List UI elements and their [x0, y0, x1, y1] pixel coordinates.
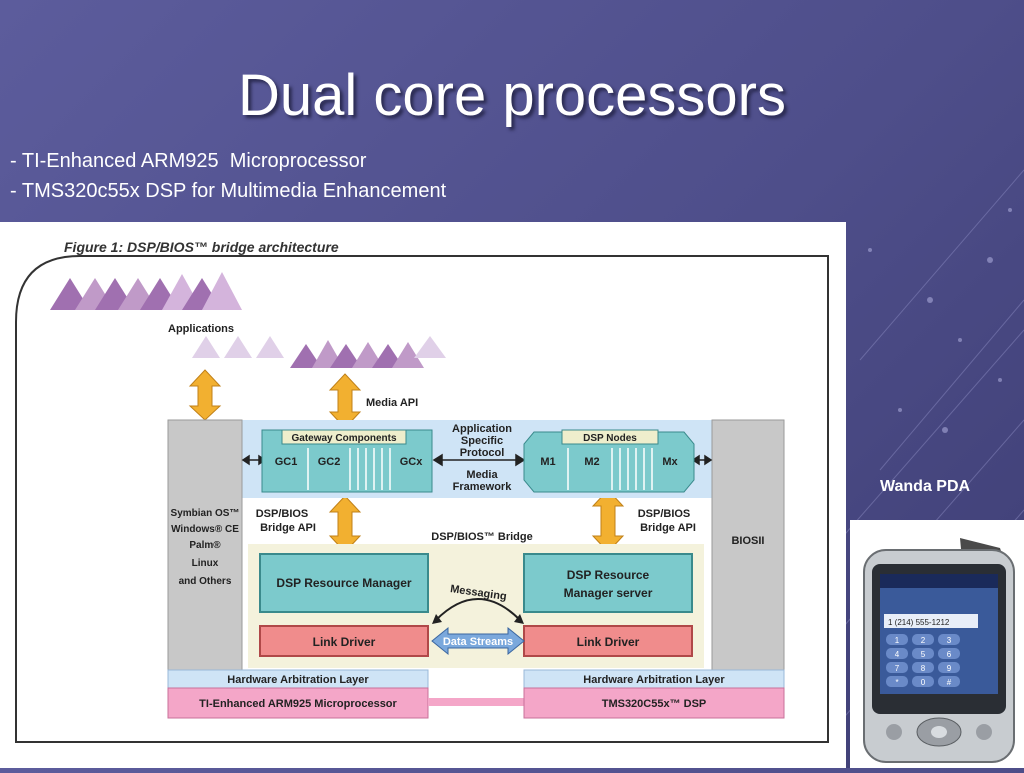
keypad-key	[938, 662, 960, 673]
media-framework-line: Media	[466, 469, 498, 481]
bullet-item: - TMS320c55x DSP for Multimedia Enhancem…	[10, 180, 447, 202]
pda-device: 1 (214) 555-1212 1 2 3 4 5 6 7 8 9 * 0 #	[863, 538, 1015, 763]
messaging-arrow	[435, 598, 521, 621]
os-box	[167, 419, 243, 677]
m-label: M2	[584, 456, 599, 468]
dsp-resource-manager-box	[259, 553, 429, 613]
dsp-nodes-label: DSP Nodes	[583, 433, 637, 444]
double-arrow-icon	[591, 489, 625, 553]
hardware-button	[976, 724, 992, 740]
double-arrow-icon	[188, 369, 222, 421]
biosii-label: BIOSII	[731, 535, 764, 547]
keypad-key-label: *	[895, 678, 898, 687]
hal-left-label: Hardware Arbitration Layer	[227, 674, 369, 686]
bridge-label: DSP/BIOS™ Bridge	[431, 531, 532, 543]
protocol-line: Protocol	[460, 447, 505, 459]
arm-processor-box	[167, 687, 429, 719]
keypad-key	[886, 662, 908, 673]
link-driver-left-box	[259, 625, 429, 657]
dsp-resource-server-box	[523, 553, 693, 613]
resource-manager-label: DSP Resource Manager	[276, 576, 411, 590]
keypad-key	[912, 648, 934, 659]
resource-server-line: Manager server	[564, 586, 653, 600]
gc-label: GC1	[275, 456, 298, 468]
os-line: and Others	[179, 576, 232, 587]
keypad-key-label: 0	[921, 678, 926, 687]
bridge-api-right-line: Bridge API	[640, 522, 696, 534]
m-label: Mx	[662, 456, 678, 468]
resource-server-line: DSP Resource	[567, 568, 650, 582]
keypad-key	[938, 676, 960, 687]
keypad-key	[886, 634, 908, 645]
pda-image: 1 (214) 555-1212 1 2 3 4 5 6 7 8 9 * 0 #	[850, 520, 1024, 768]
bullet-list: - TI-Enhanced ARM925 Microprocessor - TM…	[10, 146, 446, 206]
os-line: Palm®	[189, 540, 221, 551]
applications-label: Applications	[168, 323, 234, 335]
keypad-key	[912, 676, 934, 687]
gc-label: GCx	[400, 456, 424, 468]
application-triangles-large	[50, 272, 242, 310]
keypad-key	[938, 648, 960, 659]
slide-title: Dual core processors	[238, 63, 786, 128]
keypad-key-label: 3	[947, 636, 952, 645]
keypad-key-label: 8	[921, 664, 926, 673]
double-arrow-icon	[328, 373, 362, 429]
bridge-api-left-line: DSP/BIOS	[256, 508, 309, 520]
keypad-key-label: 4	[895, 650, 900, 659]
architecture-figure: Figure 1: DSP/BIOS™ bridge architecture …	[0, 222, 846, 768]
dsp-processor-box	[523, 687, 785, 719]
keypad-key-label: 6	[947, 650, 952, 659]
gc-label: GC2	[318, 456, 341, 468]
link-driver-left-label: Link Driver	[313, 635, 376, 649]
media-api-label: Media API	[366, 397, 418, 409]
os-line: Windows® CE	[171, 524, 239, 535]
keypad-key-label: 1	[895, 636, 900, 645]
bullet-item: - TI-Enhanced ARM925 Microprocessor	[10, 150, 367, 172]
protocol-line: Application	[452, 423, 512, 435]
keypad-key	[912, 662, 934, 673]
gateway-components-label: Gateway Components	[291, 433, 396, 444]
os-line: Linux	[192, 558, 219, 569]
arm-label: TI-Enhanced ARM925 Microprocessor	[199, 698, 397, 710]
m-label: M1	[540, 456, 555, 468]
data-streams-arrow	[431, 626, 525, 656]
link-driver-right-box	[523, 625, 693, 657]
bridge-api-right-line: DSP/BIOS	[638, 508, 691, 520]
hardware-button	[886, 724, 902, 740]
keypad-key-label: 9	[947, 664, 952, 673]
architecture-diagram: Figure 1: DSP/BIOS™ bridge architecture …	[15, 239, 829, 743]
link-driver-right-label: Link Driver	[577, 635, 640, 649]
bridge-api-left-line: Bridge API	[260, 522, 316, 534]
hal-right-label: Hardware Arbitration Layer	[583, 674, 725, 686]
figure-outline	[15, 255, 829, 743]
figure-caption: Figure 1: DSP/BIOS™ bridge architecture	[64, 239, 339, 255]
phone-number: 1 (214) 555-1212	[888, 618, 950, 627]
pda-label: Wanda PDA	[880, 478, 971, 495]
os-line: Symbian OS™	[171, 508, 240, 519]
keypad-key-label: #	[947, 678, 952, 687]
keypad-key-label: 5	[921, 650, 926, 659]
dsp-label: TMS320C55x™ DSP	[602, 698, 707, 710]
keypad-key	[938, 634, 960, 645]
media-framework-line: Framework	[453, 481, 513, 493]
keypad-key	[912, 634, 934, 645]
keypad-key-label: 2	[921, 636, 926, 645]
biosii-box	[711, 419, 785, 677]
double-arrow-icon	[328, 495, 362, 553]
protocol-line: Specific	[461, 435, 503, 447]
data-streams-label: Data Streams	[443, 636, 513, 648]
keypad-key	[886, 676, 908, 687]
application-triangles-small	[192, 336, 446, 368]
keypad-key-label: 7	[895, 664, 900, 673]
keypad-key	[886, 648, 908, 659]
